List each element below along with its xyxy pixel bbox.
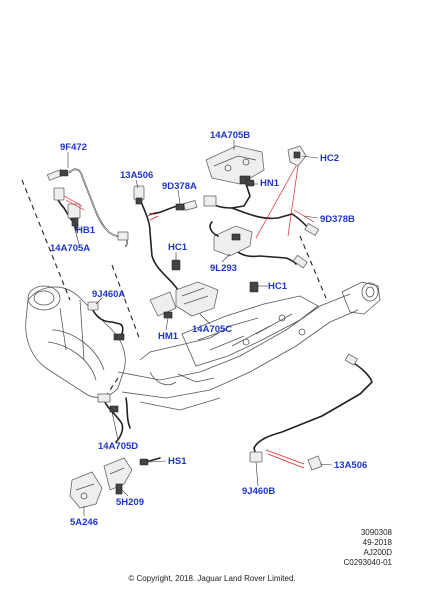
reference-block: 3090308 49-2018 AJ200D C0293040-01 [322,528,392,568]
clip-hc1-mid [171,259,181,271]
clip-hc2 [287,145,307,167]
label-14a705a: 14A705A [50,243,90,254]
label-14a705b: 14A705B [210,130,250,141]
label-9l293: 9L293 [210,263,237,274]
label-hc1-mid: HC1 [168,242,188,253]
label-13a506-top: 13A506 [120,170,153,181]
label-9j460a: 9J460A [92,289,125,300]
module-9l293 [209,221,253,257]
callout-line [287,165,299,237]
sensor-9j460a [87,301,125,341]
reference-line-4: C0293040-01 [343,558,392,567]
module-14a705c [149,281,219,319]
callout-line [63,195,83,207]
sensor-9j460b [249,353,373,463]
label-hc1-right: HC1 [268,281,288,292]
label-9j460b: 9J460B [242,486,275,497]
module-14a705b [203,145,293,220]
dashed-link-right [299,235,327,299]
copyright-notice: © Copyright, 2018. Jaguar Land Rover Lim… [128,574,296,583]
label-5a246: 5A246 [70,517,98,528]
callout-line [65,199,85,211]
label-hb1: HB1 [76,225,96,236]
callout-line [265,449,305,465]
reference-line-3: AJ200D [363,548,392,557]
callout-line [267,453,305,469]
label-hs1: HS1 [168,456,187,467]
clip-hc1-right [249,281,259,293]
connector-13a506-top [133,185,145,205]
bracket-5a246 [69,471,103,509]
label-14a705d: 14A705D [98,441,138,452]
label-hc2: HC2 [320,153,339,164]
callout-line [149,215,159,221]
callout-line [255,165,297,239]
screw-hs1 [139,457,161,466]
label-hn1: HN1 [260,178,280,189]
label-5h209: 5H209 [116,497,144,508]
label-9d378a: 9D378A [162,181,197,192]
leader-lines [67,140,333,516]
sensor-9f472 [46,168,129,247]
label-9f472: 9F472 [60,142,87,153]
dashed-link-lower [105,377,119,397]
callout-line [147,211,157,217]
reference-line-2: 49-2018 [362,538,392,547]
connector-13a506-bottom [307,455,323,471]
bracket-5h209 [103,457,133,495]
label-14a705c: 14A705C [192,324,232,335]
reference-line-1: 3090308 [360,528,392,537]
exhaust-assembly [25,281,381,411]
label-hm1: HM1 [158,331,179,342]
nut-hn1 [245,179,255,187]
label-9d378b: 9D378B [320,214,355,225]
label-13a506-bottom: 13A506 [334,460,367,471]
dashed-link-left [21,179,71,301]
harness-14a705d [97,393,131,443]
dashed-link-mid [111,264,141,341]
